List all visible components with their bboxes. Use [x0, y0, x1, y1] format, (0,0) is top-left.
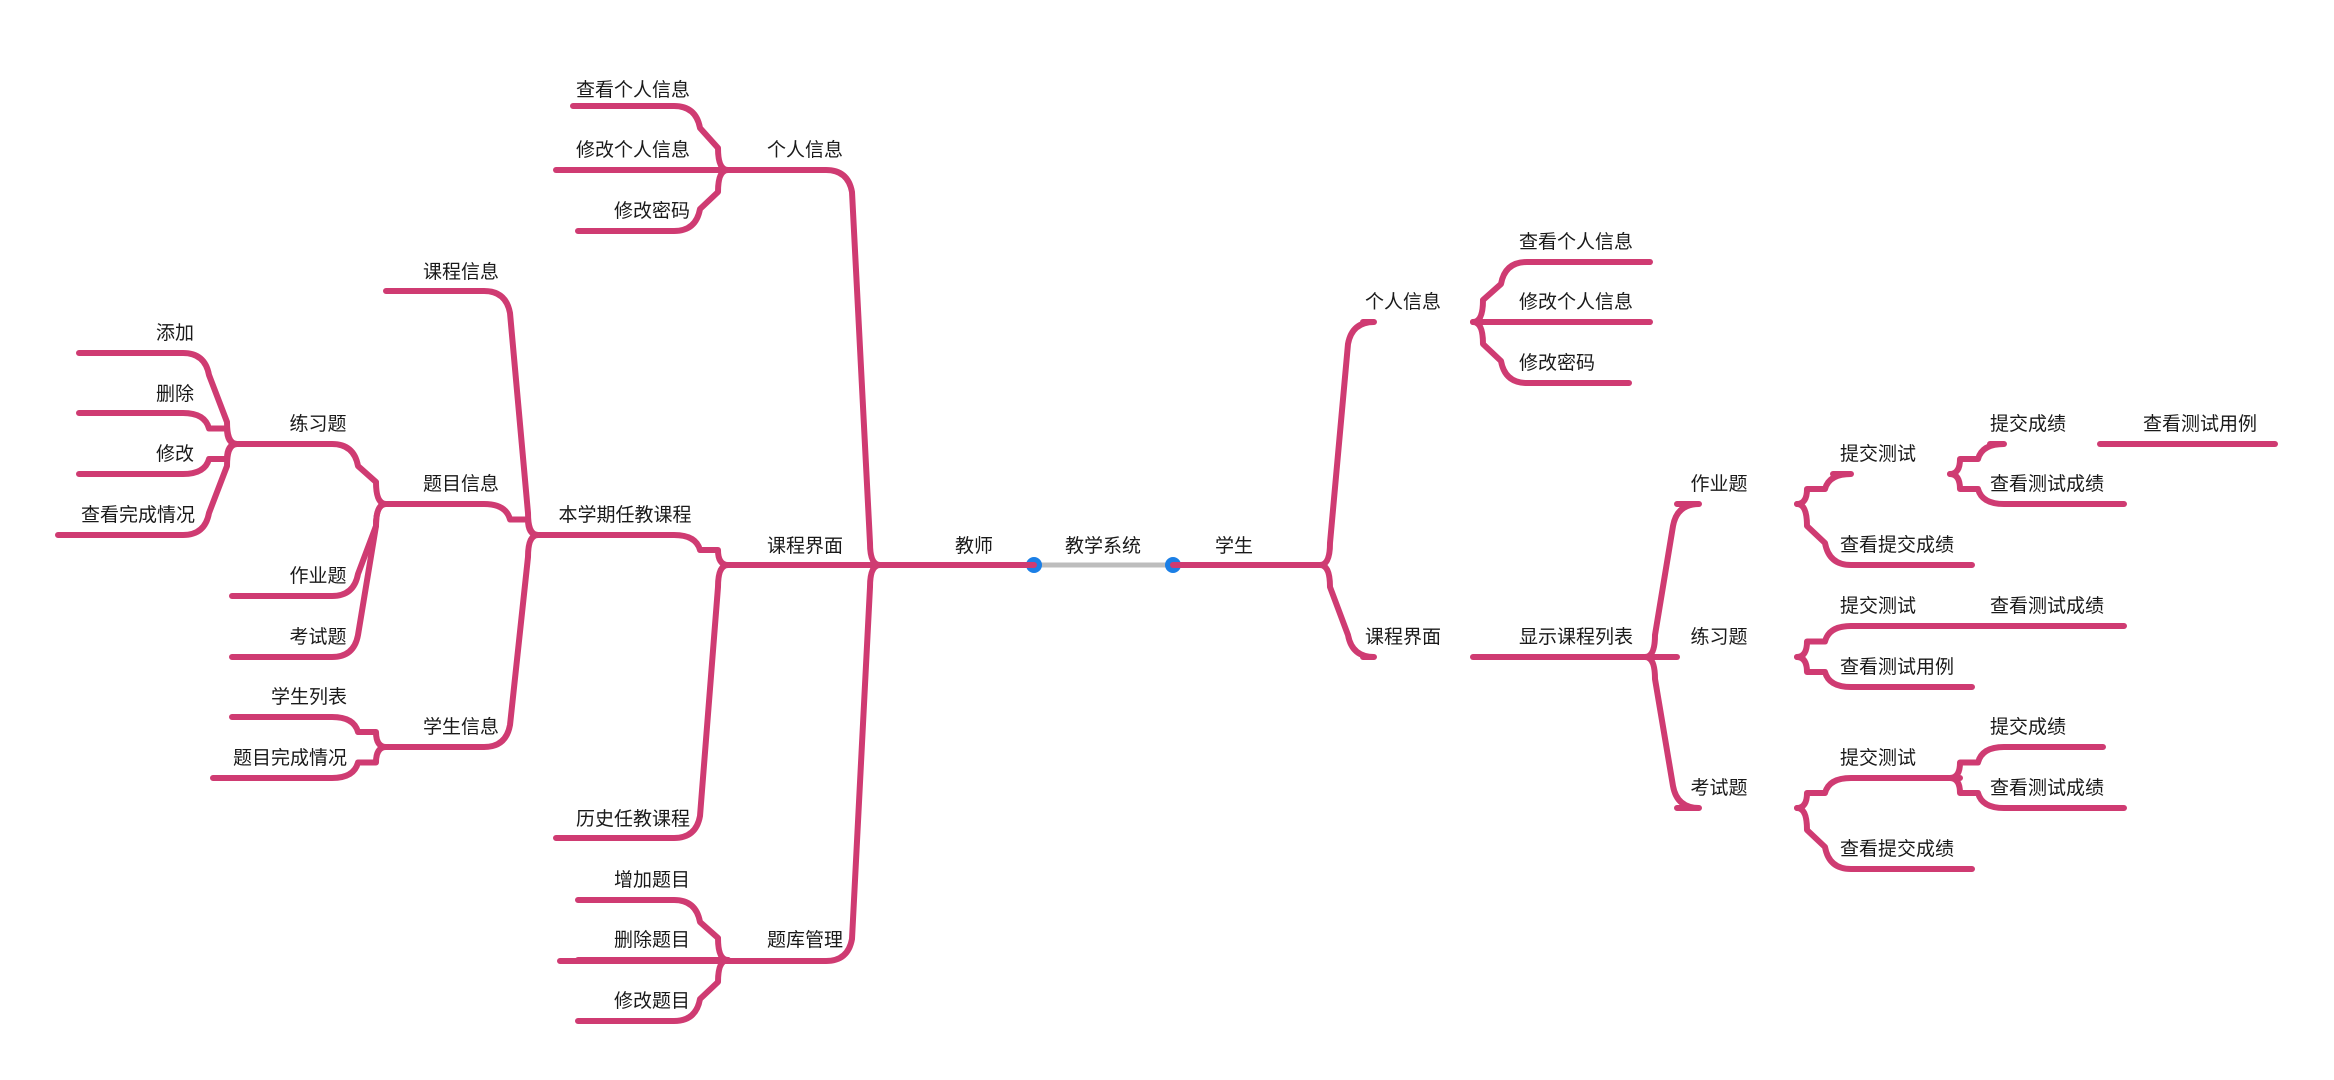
branch-ex-submit-0 — [1947, 744, 2106, 781]
node-current-courses[interactable]: 本学期任教课程 — [558, 504, 691, 526]
branch-teacher-personal-2 — [575, 167, 731, 234]
node-edit-question[interactable]: 修改题目 — [614, 990, 690, 1012]
node-ex-submit-test[interactable]: 提交测试 — [1840, 747, 1916, 769]
branch-current-courses-0 — [383, 288, 541, 538]
node-pr-view-test-cases[interactable]: 查看测试用例 — [1840, 656, 1954, 678]
branch-s-exam-1 — [1794, 805, 1975, 872]
branch-teacher-root-2 — [557, 562, 883, 964]
branch-question-info-2 — [229, 501, 389, 660]
node-student-list[interactable]: 学生列表 — [271, 686, 347, 708]
branch-student-root-0 — [1317, 319, 1377, 568]
node-hw-submit-score[interactable]: 提交成绩 — [1990, 413, 2066, 435]
node-student-change-password[interactable]: 修改密码 — [1519, 352, 1595, 374]
node-edit[interactable]: 修改 — [156, 443, 194, 465]
node-past-courses[interactable]: 历史任教课程 — [576, 808, 690, 830]
node-teacher-course-ui[interactable]: 课程界面 — [767, 535, 843, 557]
node-add-question[interactable]: 增加题目 — [614, 869, 690, 891]
branch-hw-submit-0 — [1947, 441, 2007, 477]
node-question-bank[interactable]: 题库管理 — [767, 929, 843, 951]
node-hw-view-test-cases[interactable]: 查看测试用例 — [2143, 413, 2257, 435]
node-pr-submit-test[interactable]: 提交测试 — [1840, 595, 1916, 617]
branch-student-info-1 — [210, 744, 389, 781]
node-hw-submit-test[interactable]: 提交测试 — [1840, 443, 1916, 465]
node-teacher-view-profile[interactable]: 查看个人信息 — [576, 79, 690, 101]
branch-connectors — [55, 103, 2278, 1024]
branch-question-info-0 — [234, 441, 389, 507]
node-teacher-personal-info[interactable]: 个人信息 — [767, 139, 843, 161]
node-homework-questions[interactable]: 作业题 — [289, 565, 346, 587]
trunk — [1026, 557, 1181, 573]
branch-hw-submit-1 — [1947, 471, 2127, 507]
node-delete-question[interactable]: 删除题目 — [614, 929, 690, 951]
node-hw-view-submit-score[interactable]: 查看提交成绩 — [1840, 534, 1954, 556]
branch-s-practice-1 — [1794, 654, 1975, 690]
branch-ex-submit-1 — [1947, 775, 2127, 811]
node-add[interactable]: 添加 — [156, 322, 194, 344]
node-student[interactable]: 学生 — [1215, 535, 1253, 557]
branch-student-personal-2 — [1470, 319, 1632, 386]
node-question-info[interactable]: 题目信息 — [423, 473, 499, 495]
node-student-course-ui[interactable]: 课程界面 — [1365, 626, 1441, 648]
branch-course-list-2 — [1642, 654, 1702, 811]
node-view-completion[interactable]: 查看完成情况 — [81, 504, 195, 526]
node-ex-view-test-score[interactable]: 查看测试成绩 — [1990, 777, 2104, 799]
node-exam-questions[interactable]: 考试题 — [289, 626, 346, 648]
node-course-info[interactable]: 课程信息 — [423, 261, 499, 283]
node-ex-view-submit-score[interactable]: 查看提交成绩 — [1840, 838, 1954, 860]
branch-teacher-course-0 — [535, 532, 731, 568]
node-hw-view-test-score[interactable]: 查看测试成绩 — [1990, 473, 2104, 495]
node-student-view-profile[interactable]: 查看个人信息 — [1519, 231, 1633, 253]
node-student-edit-profile[interactable]: 修改个人信息 — [1519, 291, 1633, 313]
node-s-exam[interactable]: 考试题 — [1690, 777, 1747, 799]
node-teacher-edit-profile[interactable]: 修改个人信息 — [576, 139, 690, 161]
node-practice-questions[interactable]: 练习题 — [289, 413, 346, 435]
branch-s-homework-1 — [1794, 501, 1975, 568]
node-ex-submit-score[interactable]: 提交成绩 — [1990, 716, 2066, 738]
node-student-info[interactable]: 学生信息 — [423, 716, 499, 738]
node-s-homework[interactable]: 作业题 — [1690, 473, 1747, 495]
node-student-personal-info[interactable]: 个人信息 — [1365, 291, 1441, 313]
node-delete[interactable]: 删除 — [156, 383, 194, 405]
branch-teacher-course-1 — [553, 562, 731, 841]
branch-current-courses-2 — [383, 532, 541, 750]
branch-student-info-0 — [229, 714, 389, 750]
branch-practice-1 — [76, 410, 240, 447]
node-course-list[interactable]: 显示课程列表 — [1519, 626, 1633, 648]
branch-practice-3 — [55, 441, 240, 538]
node-pr-view-test-score[interactable]: 查看测试成绩 — [1990, 595, 2104, 617]
branch-s-homework-0 — [1794, 471, 1854, 507]
branch-question-bank-2 — [575, 957, 731, 1024]
root-node-label[interactable]: 教学系统 — [1065, 535, 1141, 557]
branch-s-exam-0 — [1794, 775, 1963, 811]
node-teacher[interactable]: 教师 — [955, 535, 993, 557]
node-teacher-change-password[interactable]: 修改密码 — [614, 200, 690, 222]
node-s-practice[interactable]: 练习题 — [1690, 626, 1747, 648]
branch-current-courses-1 — [383, 501, 541, 538]
node-question-completion[interactable]: 题目完成情况 — [233, 747, 347, 769]
node-labels: 教学系统 教师 个人信息 查看个人信息 修改个人信息 修改密码 课程界面 本学期… — [81, 79, 2257, 1012]
branch-s-practice-0 — [1794, 623, 2127, 660]
branch-student-root-1 — [1317, 562, 1377, 660]
